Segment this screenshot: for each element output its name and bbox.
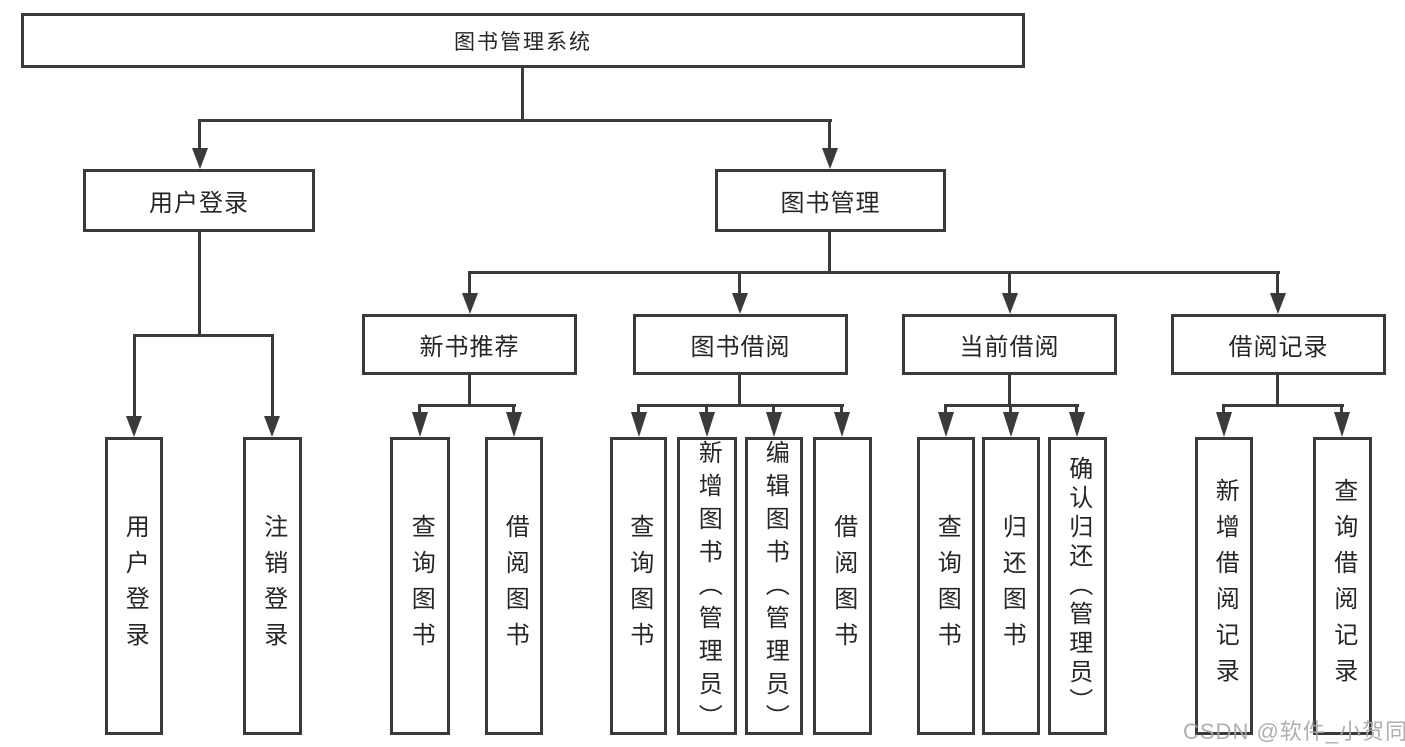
node-borrowing-records-label: 借阅记录 bbox=[1228, 334, 1329, 361]
leaf-add-borrow-record-label: 新增借阅记录 bbox=[1211, 478, 1239, 694]
connector-drop-query3 bbox=[944, 404, 947, 416]
connector-drop-borrow-records bbox=[1276, 271, 1279, 297]
connector-root-stem bbox=[521, 66, 524, 122]
node-user-login-branch-label: 用户登录 bbox=[149, 190, 249, 217]
csdn-watermark: CSDN @软件_小贺同学 bbox=[1183, 719, 1405, 744]
leaf-query-books-3-label: 查询图书 bbox=[933, 514, 961, 658]
leaf-query-books-3: 查询图书 bbox=[917, 437, 975, 735]
node-current-borrowing: 当前借阅 bbox=[902, 314, 1117, 375]
arrow-to-leaf-user-login-icon bbox=[126, 416, 142, 437]
arrow-to-book-borrowing-icon bbox=[732, 293, 748, 314]
arrow-to-current-borrowing-icon bbox=[1002, 293, 1018, 314]
arrow-to-new-book-icon bbox=[462, 293, 478, 314]
arrow-to-add-record-icon bbox=[1216, 412, 1232, 437]
connector-current-borrowing-hbar bbox=[945, 404, 1079, 407]
connector-drop-new-book bbox=[468, 271, 471, 297]
node-borrowing-records: 借阅记录 bbox=[1171, 314, 1386, 375]
connector-user-login-stem bbox=[198, 230, 201, 337]
arrow-to-borrow1-icon bbox=[506, 412, 522, 437]
arrow-to-query1-icon bbox=[412, 412, 428, 437]
leaf-query-books-1: 查询图书 bbox=[390, 437, 450, 735]
leaf-add-books-admin: 新增图书（管理员） bbox=[677, 437, 737, 737]
connector-drop-add-record bbox=[1222, 404, 1225, 416]
connector-book-borrowing-hbar bbox=[638, 404, 844, 407]
leaf-confirm-return-admin-label: 确认归还（管理员） bbox=[1064, 455, 1092, 717]
node-root-library-management-system: 图书管理系统 bbox=[21, 13, 1025, 68]
node-user-login-branch: 用户登录 bbox=[83, 169, 315, 232]
connector-borrow-records-hbar bbox=[1223, 404, 1344, 407]
node-book-management-branch: 图书管理 bbox=[715, 169, 946, 232]
connector-drop-current-borrowing bbox=[1008, 271, 1011, 297]
arrow-to-confirm-return-icon bbox=[1069, 412, 1085, 437]
leaf-edit-books-admin-label: 编辑图书（管理员） bbox=[761, 440, 789, 737]
leaf-query-borrow-record-label: 查询借阅记录 bbox=[1329, 478, 1357, 694]
node-root-label: 图书管理系统 bbox=[454, 30, 592, 54]
arrow-to-book-management-icon bbox=[822, 148, 838, 169]
arrow-to-query2-icon bbox=[631, 412, 647, 437]
arrow-to-borrow-records-icon bbox=[1270, 293, 1286, 314]
arrow-to-user-login-icon bbox=[192, 148, 208, 169]
connector-root-hbar bbox=[198, 119, 832, 122]
leaf-user-login: 用户登录 bbox=[105, 437, 163, 735]
connector-drop-book-borrowing bbox=[738, 271, 741, 297]
leaf-borrow-books-2-label: 借阅图书 bbox=[829, 514, 857, 658]
node-book-borrowing-label: 图书借阅 bbox=[690, 334, 791, 361]
arrow-to-query3-icon bbox=[938, 412, 954, 437]
connector-current-borrowing-stem bbox=[1008, 373, 1011, 407]
connector-drop-book-management bbox=[828, 119, 831, 152]
connector-drop-borrow2 bbox=[840, 404, 843, 416]
node-new-book-recommendation: 新书推荐 bbox=[362, 314, 577, 375]
leaf-user-login-label: 用户登录 bbox=[121, 514, 149, 658]
leaf-confirm-return-admin: 确认归还（管理员） bbox=[1048, 437, 1107, 735]
leaf-borrow-books-1: 借阅图书 bbox=[485, 437, 543, 735]
leaf-query-borrow-record: 查询借阅记录 bbox=[1313, 437, 1372, 735]
node-current-borrowing-label: 当前借阅 bbox=[959, 334, 1060, 361]
node-book-borrowing: 图书借阅 bbox=[633, 314, 848, 375]
leaf-return-books: 归还图书 bbox=[982, 437, 1040, 735]
leaf-borrow-books-1-label: 借阅图书 bbox=[501, 514, 529, 658]
arrow-to-edit-books-icon bbox=[766, 412, 782, 437]
leaf-query-books-2: 查询图书 bbox=[610, 437, 667, 735]
node-new-book-recommendation-label: 新书推荐 bbox=[419, 334, 520, 361]
node-book-management-branch-label: 图书管理 bbox=[780, 190, 881, 217]
connector-book-borrowing-stem bbox=[738, 373, 741, 407]
arrow-to-return-books-icon bbox=[1003, 412, 1019, 437]
connector-book-management-stem bbox=[828, 230, 831, 274]
leaf-add-books-admin-label: 新增图书（管理员） bbox=[694, 440, 722, 737]
connector-new-book-hbar bbox=[419, 404, 516, 407]
connector-drop-leaf-user-login bbox=[133, 334, 136, 420]
connector-drop-add-books bbox=[705, 404, 708, 416]
leaf-logout-label: 注销登录 bbox=[259, 514, 287, 658]
connector-user-login-hbar bbox=[133, 334, 274, 337]
leaf-query-books-2-label: 查询图书 bbox=[625, 514, 653, 658]
arrow-to-borrow2-icon bbox=[834, 412, 850, 437]
connector-borrow-records-stem bbox=[1276, 373, 1279, 407]
connector-drop-edit-books bbox=[772, 404, 775, 416]
leaf-add-borrow-record: 新增借阅记录 bbox=[1195, 437, 1253, 735]
leaf-edit-books-admin: 编辑图书（管理员） bbox=[745, 437, 803, 737]
connector-drop-query2 bbox=[637, 404, 640, 416]
connector-drop-confirm-return bbox=[1075, 404, 1078, 416]
leaf-query-books-1-label: 查询图书 bbox=[407, 514, 435, 658]
connector-new-book-stem bbox=[468, 373, 471, 407]
arrow-to-add-books-icon bbox=[699, 412, 715, 437]
leaf-borrow-books-2: 借阅图书 bbox=[813, 437, 872, 735]
connector-drop-query-record bbox=[1340, 404, 1343, 416]
connector-drop-leaf-logout bbox=[271, 334, 274, 420]
leaf-return-books-label: 归还图书 bbox=[998, 514, 1026, 658]
connector-drop-borrow1 bbox=[512, 404, 515, 416]
arrow-to-query-record-icon bbox=[1334, 412, 1350, 437]
connector-book-management-hbar bbox=[468, 271, 1280, 274]
arrow-to-leaf-logout-icon bbox=[264, 416, 280, 437]
connector-drop-query1 bbox=[418, 404, 421, 416]
leaf-logout: 注销登录 bbox=[243, 437, 302, 735]
connector-drop-user-login bbox=[198, 119, 201, 152]
connector-drop-return-books bbox=[1009, 404, 1012, 416]
